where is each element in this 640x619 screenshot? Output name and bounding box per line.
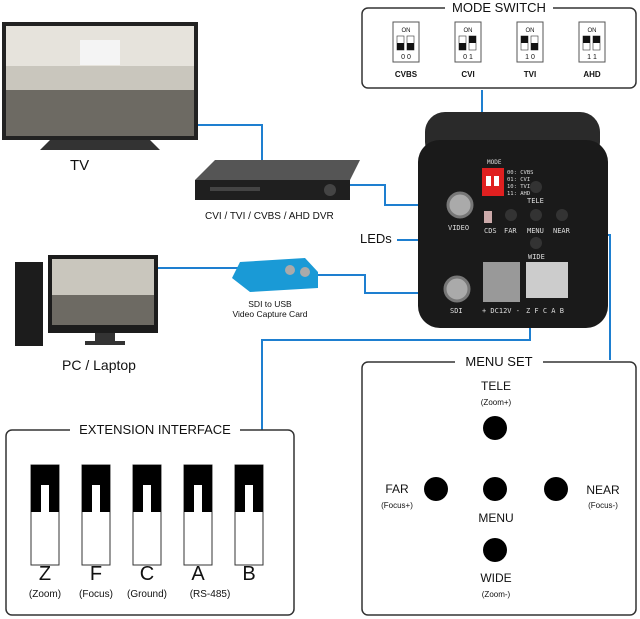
- capture-label-1: SDI to USB: [248, 299, 292, 309]
- camera-cds-label: CDS: [484, 227, 497, 235]
- wide-button: [483, 538, 507, 562]
- extension-pins-2-sub-label: (Ground): [127, 589, 167, 600]
- mode-switch-modes-1-bits-label: 0 1: [463, 54, 473, 61]
- mode-switch-panel: MODE SWITCH ON 0 0 CVBS ON 0 1 CVI ON 1 0 TVI ON 1…: [361, 0, 637, 89]
- mode-legend-line: 01: CVI: [507, 177, 530, 183]
- pin-b: B: [234, 464, 264, 585]
- menu-set-tele-sub-label: (Zoom+): [481, 398, 512, 407]
- pc-image: [15, 255, 158, 346]
- camera-wide-label: WIDE: [528, 253, 545, 261]
- mode-switch-on-label: ON: [402, 28, 411, 34]
- mode-switch-on-label: ON: [588, 28, 597, 34]
- mode-switch-on-label: ON: [464, 28, 473, 34]
- dip-switch: [482, 168, 504, 196]
- menu-set-tele-label: TELE: [481, 379, 511, 393]
- dvr-image: [195, 160, 360, 200]
- mode-switch-modes-3-bits-label: 1 1: [587, 54, 597, 61]
- extension-pins-1-sub-label: (Focus): [79, 589, 113, 600]
- dvr-label: CVI / TVI / CVBS / AHD DVR: [205, 211, 334, 222]
- pin-f: F (Focus): [79, 464, 113, 600]
- mode-switch-modes-3-name-label: AHD: [583, 70, 601, 79]
- camera-near-label: NEAR: [553, 227, 571, 235]
- capture-card-image: [232, 258, 318, 292]
- mode-cvbs: ON 0 0 CVBS: [392, 21, 420, 79]
- mode-legend-line: 00: CVBS: [507, 170, 534, 176]
- extension-title: EXTENSION INTERFACE: [79, 422, 231, 437]
- camera-sdi-label: SDI: [450, 307, 463, 315]
- mode-switch-modes-1-name-label: CVI: [461, 70, 474, 79]
- capture-label-2: Video Capture Card: [233, 309, 308, 319]
- mode-tvi: ON 1 0 TVI: [516, 21, 544, 79]
- tele-button: [483, 416, 507, 440]
- menu-set-near-label: NEAR: [586, 483, 620, 497]
- extension-pins-0-sub-label: (Zoom): [29, 589, 61, 600]
- leds-label: LEDs: [360, 231, 392, 246]
- mode-switch-modes-2-name-label: TVI: [524, 70, 536, 79]
- near-button: [544, 477, 568, 501]
- pin-z: Z (Zoom): [29, 464, 61, 600]
- tv-label: TV: [70, 157, 89, 174]
- menu-set-far-sub-label: (Focus+): [381, 501, 413, 510]
- camera-terminals-label: Z F C A B: [526, 307, 564, 315]
- camera-power-label: + DC12V -: [482, 307, 520, 315]
- camera-mode-label: MODE: [487, 159, 502, 166]
- extension-pins-1-letter-label: F: [90, 563, 102, 585]
- mode-switch-modes-2-bits-label: 1 0: [525, 54, 535, 61]
- pc-label: PC / Laptop: [62, 357, 136, 373]
- pin-c: C (Ground): [127, 464, 167, 600]
- menu-set-title: MENU SET: [465, 354, 532, 369]
- mode-switch-title: MODE SWITCH: [452, 0, 546, 15]
- camera-video-label: VIDEO: [448, 224, 469, 232]
- pin-a: A: [183, 464, 213, 585]
- tv-image: [2, 22, 198, 150]
- rs485-label: (RS-485): [190, 589, 231, 600]
- far-button: [424, 477, 448, 501]
- video-bnc-connector: [446, 191, 474, 219]
- extension-terminal: [526, 262, 568, 298]
- mode-legend-line: 10: TVI: [507, 184, 530, 190]
- extension-interface-panel: EXTENSION INTERFACE Z (Zoom) F (Focus) C (Gro…: [5, 422, 295, 616]
- extension-pins-4-letter-label: B: [242, 563, 255, 585]
- menu-set-panel: MENU SET TELE (Zoom+) FAR (Focus+) MENU …: [361, 353, 637, 616]
- menu-button: [483, 477, 507, 501]
- extension-pins-3-letter-label: A: [191, 563, 205, 585]
- capture-sdi-line: [318, 274, 458, 294]
- mode-legend-line: 11: AHD: [507, 191, 530, 197]
- mode-cvi: ON 0 1 CVI: [454, 21, 482, 79]
- camera-far-label: FAR: [504, 227, 517, 235]
- menu-set-menu-label: MENU: [478, 511, 513, 525]
- extension-pins-0-letter-label: Z: [39, 563, 51, 585]
- sdi-bnc-connector: [443, 275, 471, 303]
- mode-ahd: ON 1 1 AHD: [578, 21, 606, 79]
- power-terminal: [483, 262, 520, 302]
- camera-menu-label: MENU: [527, 227, 544, 235]
- menu-set-near-sub-label: (Focus-): [588, 501, 618, 510]
- extension-pins-2-letter-label: C: [140, 563, 154, 585]
- menu-set-wide-sub-label: (Zoom-): [482, 590, 511, 599]
- menu-set-far-label: FAR: [385, 482, 409, 496]
- camera-tele-label: TELE: [527, 197, 544, 205]
- mode-switch-modes-0-name-label: CVBS: [395, 70, 418, 79]
- menu-set-wide-label: WIDE: [480, 571, 511, 585]
- mode-switch-on-label: ON: [526, 28, 535, 34]
- mode-switch-modes-0-bits-label: 0 0: [401, 54, 411, 61]
